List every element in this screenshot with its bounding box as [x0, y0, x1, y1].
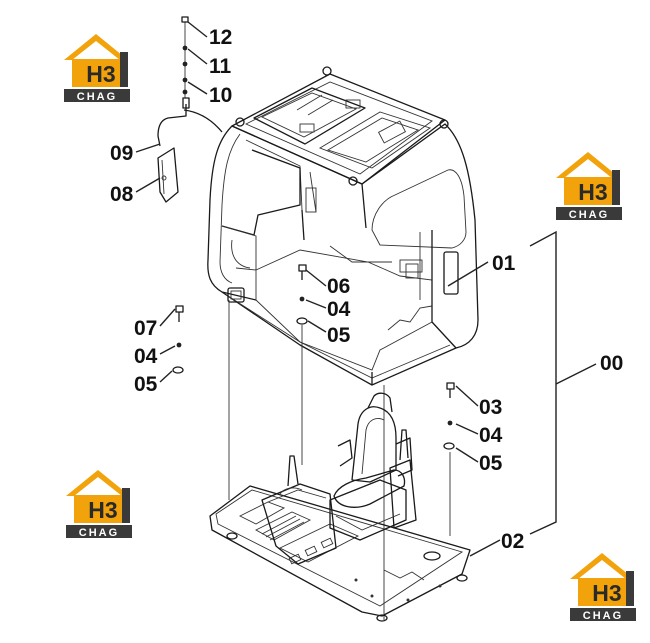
logo-mark: H3: [592, 580, 621, 606]
fastener-stack-center: [296, 264, 308, 325]
part-label-04-right: 04: [479, 424, 503, 447]
part-label-05-left: 05: [134, 373, 158, 396]
logo-wordmark: CHAG: [77, 91, 117, 103]
part-label-11: 11: [209, 55, 232, 78]
logo-mark: H3: [86, 61, 115, 87]
part-label-04-center: 04: [327, 298, 351, 321]
part-label-05-right: 05: [479, 452, 503, 475]
part-label-06: 06: [327, 275, 350, 298]
part-label-03: 03: [479, 396, 502, 419]
part-label-00: 00: [600, 352, 623, 375]
part-label-04-left: 04: [134, 345, 158, 368]
fastener-stack-top: [181, 16, 189, 98]
brand-logo-bottom-right: H3 CHAG: [570, 553, 636, 622]
brand-logo-top-left: H3 CHAG: [64, 34, 130, 103]
floor-plate-assembly: [209, 392, 471, 622]
fastener-stack-right: [443, 382, 455, 450]
logo-wordmark: CHAG: [79, 527, 119, 539]
assembly-bracket-00: [529, 230, 597, 535]
floor-mat-grille: [261, 515, 305, 541]
part-label-09: 09: [110, 142, 133, 165]
cab-shell: [207, 66, 479, 386]
brand-logo-right: H3 CHAG: [556, 152, 622, 221]
logo-wordmark: CHAG: [583, 610, 623, 622]
part-label-02: 02: [501, 530, 524, 553]
part-label-12: 12: [209, 26, 232, 49]
part-label-08: 08: [110, 183, 134, 206]
part-label-07: 07: [134, 317, 157, 340]
part-label-01: 01: [492, 252, 516, 275]
logo-wordmark: CHAG: [569, 209, 609, 221]
logo-mark: H3: [88, 497, 117, 523]
logo-mark: H3: [578, 179, 607, 205]
mirror-assembly: [157, 97, 223, 203]
brand-logo-bottom-left: H3 CHAG: [66, 470, 132, 539]
alignment-lines: [228, 300, 451, 620]
leader-lines: [135, 21, 501, 557]
part-label-10: 10: [209, 84, 232, 107]
part-label-05-center: 05: [327, 324, 351, 347]
fastener-stack-left: [172, 305, 184, 374]
